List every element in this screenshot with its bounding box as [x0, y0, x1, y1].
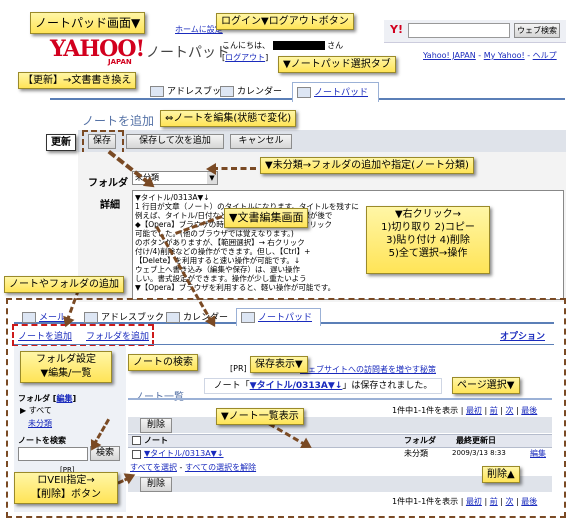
callout-doc-edit: ▼文書編集画面	[224, 208, 309, 228]
callout-note-list: ▼ノート一覧表示	[216, 408, 304, 425]
detail-label: 詳細	[100, 200, 120, 211]
row-edit-link[interactable]: 編集	[530, 449, 546, 458]
delete-button-bottom[interactable]: 削除	[140, 477, 172, 492]
select-links: すべてを選択 - すべての選択を解除	[130, 463, 257, 472]
save-message: ノート「▼タイトル/0313A▼↓」は保存されました。	[204, 378, 442, 394]
add-folder-link[interactable]: フォルダを追加	[86, 332, 150, 342]
note-search-label: ノートを検索	[18, 436, 66, 445]
callout-right-click: ▼右クリック→ 1)切り取り 2)コピー 3)貼り付け 4)削除 5)全て選択→…	[366, 206, 490, 274]
callout-page-select: ページ選択▼	[452, 377, 520, 394]
bottom-tab-mail[interactable]: メール	[22, 310, 66, 323]
header-nav-links: Yahoo! JAPAN - My Yahoo! - ヘルプ	[423, 51, 557, 60]
web-search-button[interactable]: ウェブ検索	[514, 23, 560, 38]
paging-top: 1件中1-1件を表示 | 最初 | 前 | 次 | 最後	[392, 406, 538, 415]
list-title: ノート一覧	[134, 388, 184, 403]
sidebar-pr: [PR]	[60, 466, 75, 474]
bottom-tab-addressbook[interactable]: アドレスブック	[84, 310, 164, 323]
add-buttons-highlight	[12, 324, 154, 346]
row-title[interactable]: ▼タイトル/0313A▼↓	[144, 449, 224, 458]
select-all-link[interactable]: すべてを選択	[130, 463, 177, 472]
delete-bar-bottom	[128, 476, 552, 492]
callout-notepad-tab: ▼ノートパッド選択タブ	[278, 56, 396, 73]
col-updated: 最終更新日	[456, 436, 496, 445]
callout-add-note-folder: ノートやフォルダの追加	[4, 276, 124, 293]
note-body-textarea[interactable]: ▼タイトル/0313A▼↓ 1 行目が文章（ノート）のタイトルになります。タイト…	[132, 190, 564, 300]
arrow-folder	[212, 167, 256, 170]
header-search: Y! ウェブ検索	[384, 20, 566, 43]
folder-uncategorized[interactable]: 未分類	[28, 419, 52, 428]
folder-all[interactable]: ▶ すべて	[20, 406, 52, 415]
mail-icon	[22, 312, 36, 323]
list-header	[128, 434, 552, 448]
logo-text: YAHOO!	[50, 36, 145, 62]
logout-link[interactable]: [ログアウト]	[222, 53, 269, 62]
bottom-tab-notepad[interactable]: ノートパッド	[236, 308, 322, 326]
callout-folder-settings: フォルダ設定 ▼編集/一覧	[20, 351, 112, 383]
col-note: ノート	[144, 436, 168, 445]
calendar-icon	[166, 312, 180, 323]
header-checkbox[interactable]	[132, 436, 141, 445]
callout-edit-note: ⇔ノートを編集(状態で変化)	[160, 110, 297, 127]
callout-folder-assign: ▼未分類→フォルダの追加や指定(ノート分類)	[260, 157, 474, 174]
pr-link[interactable]: ウェブサイトへの訪問者を増やす秘策	[300, 365, 436, 374]
row-date: 2009/3/13 8:33	[452, 449, 506, 457]
logo-sub: JAPAN	[108, 58, 132, 66]
bottom-tab-calendar[interactable]: カレンダー	[166, 310, 228, 323]
paging-bottom: 1件中1-1件を表示 | 最初 | 前 | 次 | 最後	[392, 497, 538, 506]
greeting: こんにちは、 さん	[222, 41, 344, 50]
pr-label: [PR]	[230, 364, 247, 373]
row-checkbox[interactable]	[132, 450, 141, 459]
callout-update-label: 更新	[46, 134, 76, 151]
save-button[interactable]: 保存	[88, 134, 116, 149]
yahoo-y-icon: Y!	[390, 23, 403, 36]
editor-title: ノートを追加	[82, 114, 155, 128]
tab-addressbook[interactable]: アドレスブック	[150, 84, 230, 97]
callout-note-search: ノートの検索	[128, 354, 198, 371]
folder-heading: フォルダ [編集]	[18, 394, 77, 403]
yahoo-logo[interactable]: YAHOO! JAPAN	[50, 36, 145, 66]
product-name: ノートパッド	[146, 45, 230, 61]
addressbook-icon	[150, 86, 164, 97]
callout-notepad-screen: ノートパッド画面▼	[30, 12, 146, 34]
list-top-bar	[128, 398, 552, 400]
tab-calendar[interactable]: カレンダー	[220, 84, 282, 97]
delete-bar-top	[128, 417, 552, 433]
notepad-icon	[241, 312, 255, 323]
calendar-icon	[220, 86, 234, 97]
bottom-divider	[14, 344, 554, 345]
header-search-input[interactable]	[408, 23, 510, 38]
callout-checkbox-delete: ロVEII指定→ 【削除】ボタン	[14, 472, 118, 504]
notepad-icon	[297, 87, 311, 98]
note-search-input[interactable]	[18, 447, 88, 461]
callout-save-display: 保存表示▼	[250, 356, 308, 373]
folder-label: フォルダ	[88, 178, 128, 189]
add-note-link[interactable]: ノートを追加	[18, 332, 73, 342]
addressbook-icon	[84, 312, 98, 323]
cancel-button[interactable]: キャンセル	[230, 134, 292, 149]
save-and-next-button[interactable]: 保存して次を追加	[126, 134, 224, 149]
bottom-screen-frame	[6, 298, 566, 518]
tab-notepad[interactable]: ノートパッド	[292, 82, 380, 102]
deselect-all-link[interactable]: すべての選択を解除	[184, 463, 257, 472]
callout-delete-mark: 削除▲	[482, 466, 520, 483]
table-row: ▼タイトル/0313A▼↓ 未分類 2009/3/13 8:33 編集	[128, 448, 552, 460]
delete-button-top[interactable]: 削除	[140, 418, 172, 433]
home-link[interactable]: ホームに設定	[175, 25, 223, 34]
chevron-down-icon: ▼	[207, 172, 217, 184]
save-highlight	[82, 130, 124, 154]
username-redacted	[272, 41, 325, 50]
row-folder: 未分類	[404, 449, 428, 458]
callout-update: 【更新】→文書書き換え	[18, 72, 137, 89]
options-link[interactable]: オプション	[500, 332, 546, 342]
callout-login-logout: ログイン▼ログアウトボタン	[216, 13, 354, 30]
col-folder: フォルダ	[404, 436, 436, 445]
